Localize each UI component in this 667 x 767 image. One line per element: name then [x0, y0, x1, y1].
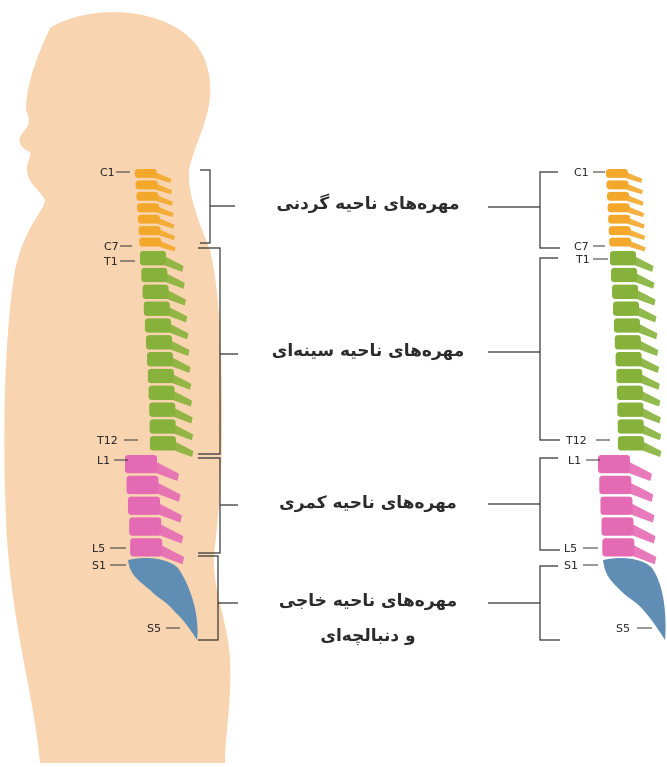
right-cervical-spinous-process [628, 206, 645, 217]
right-label-l5: L5 [564, 542, 577, 555]
right-label-t1: T1 [575, 253, 590, 266]
left-thoracic-vertebra [149, 403, 175, 417]
right-brackets [488, 172, 560, 640]
left-thoracic-vertebra [143, 285, 169, 299]
right-thoracic-spinous-process [636, 290, 656, 306]
left-thoracic-vertebra [141, 268, 167, 282]
right-cervical-spinous-process [628, 218, 645, 229]
right-lumbar-spinous-process [630, 503, 654, 523]
left-thoracic-vertebra [149, 386, 175, 400]
right-thoracic-vertebra [613, 302, 639, 316]
left-label-l1: L1 [97, 454, 110, 467]
right-cervical-vertebra [607, 192, 629, 201]
left-lumbar-vertebra [125, 455, 157, 473]
right-cervical-spinous-process [626, 183, 643, 194]
right-lumbar-vertebra [602, 538, 634, 556]
right-spine [598, 169, 666, 640]
right-cervical-spinous-process [626, 172, 643, 183]
right-thoracic-vertebra [617, 386, 643, 400]
right-thoracic-vertebra [618, 436, 644, 450]
right-lumbar-spinous-process [628, 461, 652, 481]
right-thoracic-spinous-process [640, 374, 660, 390]
left-thoracic-vertebra [148, 369, 174, 383]
sacral-region-label-line2: و دنبالچه‌ای [263, 626, 473, 646]
right-cervical-vertebra [609, 226, 631, 235]
right-thoracic-vertebra [615, 335, 641, 349]
left-thoracic-vertebra [147, 352, 173, 366]
right-thoracic-vertebra [616, 352, 642, 366]
right-cervical-vertebra [608, 203, 630, 212]
right-cervical-spinous-process [627, 195, 644, 206]
right-thoracic-vertebra [614, 318, 640, 332]
left-cervical-vertebra [136, 192, 158, 201]
right-sacrum [603, 558, 666, 640]
right-thoracic-spinous-process [637, 306, 657, 322]
right-label-c1: C1 [574, 166, 589, 179]
right-thoracic-spinous-process [641, 391, 661, 407]
right-thoracic-vertebra [611, 268, 637, 282]
right-lumbar-vertebra [599, 476, 631, 494]
left-lumbar-vertebra [127, 476, 159, 494]
left-cervical-vertebra [139, 226, 161, 235]
right-cervical-spinous-process [629, 241, 646, 252]
left-label-t12: T12 [96, 434, 118, 447]
left-thoracic-vertebra [146, 335, 172, 349]
sacral-region-label-line1: مهره‌های ناحیه خاجی [263, 591, 473, 611]
left-cervical-vertebra [137, 203, 159, 212]
right-thoracic-spinous-process [639, 340, 659, 356]
left-label-c1: C1 [100, 166, 115, 179]
lumbar-region-label: مهره‌های ناحیه کمری [263, 493, 473, 513]
left-label-s1: S1 [92, 559, 106, 572]
body-silhouette [4, 12, 230, 763]
right-thoracic-vertebra [610, 251, 636, 265]
left-label-c7: C7 [104, 240, 119, 253]
right-thoracic-spinous-process [638, 323, 658, 339]
left-lumbar-vertebra [128, 497, 160, 515]
left-cervical-vertebra [139, 238, 161, 247]
right-lumbar-vertebra [600, 497, 632, 515]
right-cervical-vertebra [606, 169, 628, 178]
right-cervical-vertebra [606, 180, 628, 189]
left-label-t1: T1 [103, 255, 118, 268]
right-lumbar-spinous-process [629, 482, 653, 502]
right-thoracic-spinous-process [635, 273, 655, 289]
right-label-t12: T12 [565, 434, 587, 447]
right-cervical-spinous-process [629, 229, 646, 240]
left-cervical-vertebra [136, 180, 158, 189]
right-lumbar-vertebra [598, 455, 630, 473]
left-thoracic-vertebra [150, 436, 176, 450]
left-thoracic-vertebra [150, 419, 176, 433]
right-lumbar-vertebra [602, 517, 634, 535]
cervical-region-label: مهره‌های ناحیه گردنی [263, 194, 473, 214]
right-label-s5: S5 [616, 622, 630, 635]
right-cervical-vertebra [609, 238, 631, 247]
right-cervical-vertebra [608, 215, 630, 224]
right-lumbar-spinous-process [632, 524, 656, 544]
left-thoracic-vertebra [140, 251, 166, 265]
right-thoracic-spinous-process [642, 424, 662, 440]
right-thoracic-spinous-process [634, 256, 654, 272]
thoracic-region-label: مهره‌های ناحیه سینه‌ای [263, 341, 473, 361]
right-label-l1: L1 [568, 454, 581, 467]
right-thoracic-spinous-process [641, 407, 661, 423]
right-thoracic-vertebra [617, 403, 643, 417]
left-lumbar-vertebra [130, 538, 162, 556]
right-thoracic-vertebra [612, 285, 638, 299]
left-lumbar-vertebra [129, 517, 161, 535]
right-label-c7: C7 [574, 240, 589, 253]
left-cervical-vertebra [138, 215, 160, 224]
right-thoracic-spinous-process [640, 357, 660, 373]
left-label-l5: L5 [92, 542, 105, 555]
left-label-s5: S5 [147, 622, 161, 635]
left-cervical-vertebra [135, 169, 157, 178]
right-thoracic-spinous-process [642, 441, 662, 457]
right-label-s1: S1 [564, 559, 578, 572]
right-thoracic-vertebra [616, 369, 642, 383]
left-thoracic-vertebra [145, 318, 171, 332]
left-thoracic-vertebra [144, 302, 170, 316]
right-thoracic-vertebra [618, 419, 644, 433]
